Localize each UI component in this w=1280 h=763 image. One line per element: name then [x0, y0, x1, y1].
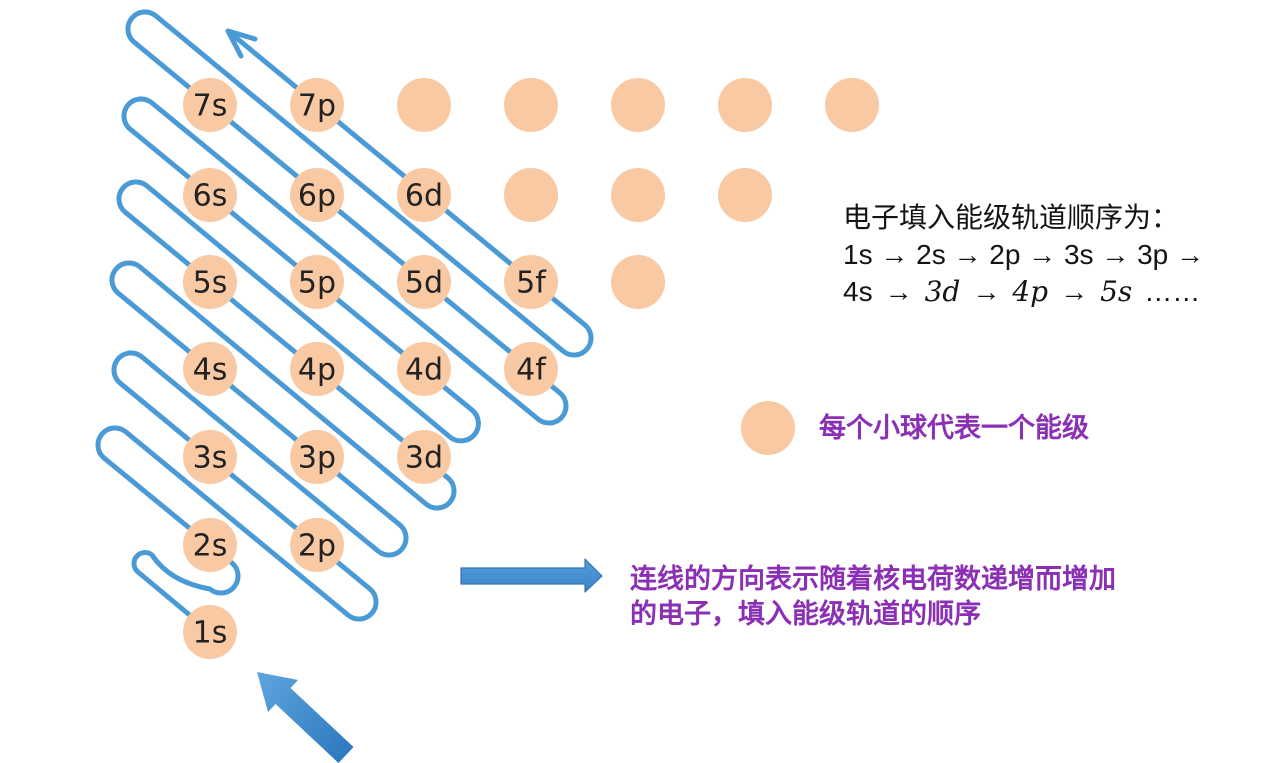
orbital-label-3p: 3p [298, 441, 336, 476]
orbital-ball-6d [397, 168, 451, 222]
orbital-ball-3s [183, 430, 237, 484]
orbital-ball-5p [290, 255, 344, 309]
orbital-ball-4s [183, 342, 237, 396]
orbital-label-1s: 1s [193, 616, 228, 651]
orbital-label-5p: 5p [298, 266, 336, 301]
orbital-ball-2s [183, 518, 237, 572]
orbital-ball-empty [611, 255, 665, 309]
orbital-ball-4d [397, 342, 451, 396]
orbital-label-4f: 4f [516, 353, 547, 388]
orbital-label-6p: 6p [298, 179, 336, 214]
start-arrow-icon [257, 672, 354, 763]
orbital-label-4d: 4d [405, 353, 443, 388]
legend-ball [741, 401, 795, 455]
orbital-label-6d: 6d [405, 179, 443, 214]
flow-arrowhead-icon [225, 28, 258, 59]
orbital-label-4p: 4p [298, 353, 336, 388]
orbital-ball-5d [397, 255, 451, 309]
serpentine-path [95, 9, 594, 635]
orbital-ball-empty [718, 78, 772, 132]
orbital-ball-4f [504, 342, 558, 396]
line-direction-caption: 连线的方向表示随着核电荷数递增而增加 的电子，填入能级轨道的顺序 [630, 564, 1116, 629]
orbital-ball-7p [290, 78, 344, 132]
orbital-ball-6s [183, 168, 237, 222]
orbital-label-6s: 6s [193, 179, 228, 214]
orbital-ball-5f [504, 255, 558, 309]
orbital-label-3s: 3s [193, 441, 228, 476]
orbital-label-2s: 2s [193, 529, 228, 564]
filling-order-sequence-1: 1s → 2s → 2p → 3s → 3p → [843, 239, 1205, 270]
orbital-ball-5s [183, 255, 237, 309]
orbital-ball-4p [290, 342, 344, 396]
orbital-ball-3p [290, 430, 344, 484]
filling-order-title: 电子填入能级轨道顺序为： [843, 202, 1180, 233]
orbital-label-5s: 5s [193, 266, 228, 301]
orbital-ball-2p [290, 518, 344, 572]
orbital-ball-empty [611, 78, 665, 132]
orbital-ball-7s [183, 78, 237, 132]
orbital-ball-empty [611, 168, 665, 222]
orbital-ball-empty [504, 78, 558, 132]
filling-order-sequence-2: 4s→3d→4p→5s…… [843, 275, 1201, 308]
orbital-ball-1s [183, 605, 237, 659]
right-arrow-icon [460, 558, 603, 593]
orbital-ball-empty [397, 78, 451, 132]
orbital-label-5f: 5f [516, 266, 547, 301]
legend-caption: 每个小球代表一个能级 [819, 413, 1089, 443]
orbital-label-3d: 3d [405, 441, 443, 476]
filling-order-note: 电子填入能级轨道顺序为： 1s → 2s → 2p → 3s → 3p → 4s… [843, 199, 1212, 310]
orbital-ball-empty [504, 168, 558, 222]
orbital-ball-empty [825, 78, 879, 132]
orbital-label-2p: 2p [298, 529, 336, 564]
orbital-label-4s: 4s [193, 353, 228, 388]
orbital-ball-6p [290, 168, 344, 222]
orbital-ball-3d [397, 430, 451, 484]
orbital-label-7p: 7p [298, 89, 336, 124]
orbital-label-7s: 7s [193, 89, 228, 124]
orbital-label-5d: 5d [405, 266, 443, 301]
orbital-ball-empty [718, 168, 772, 222]
